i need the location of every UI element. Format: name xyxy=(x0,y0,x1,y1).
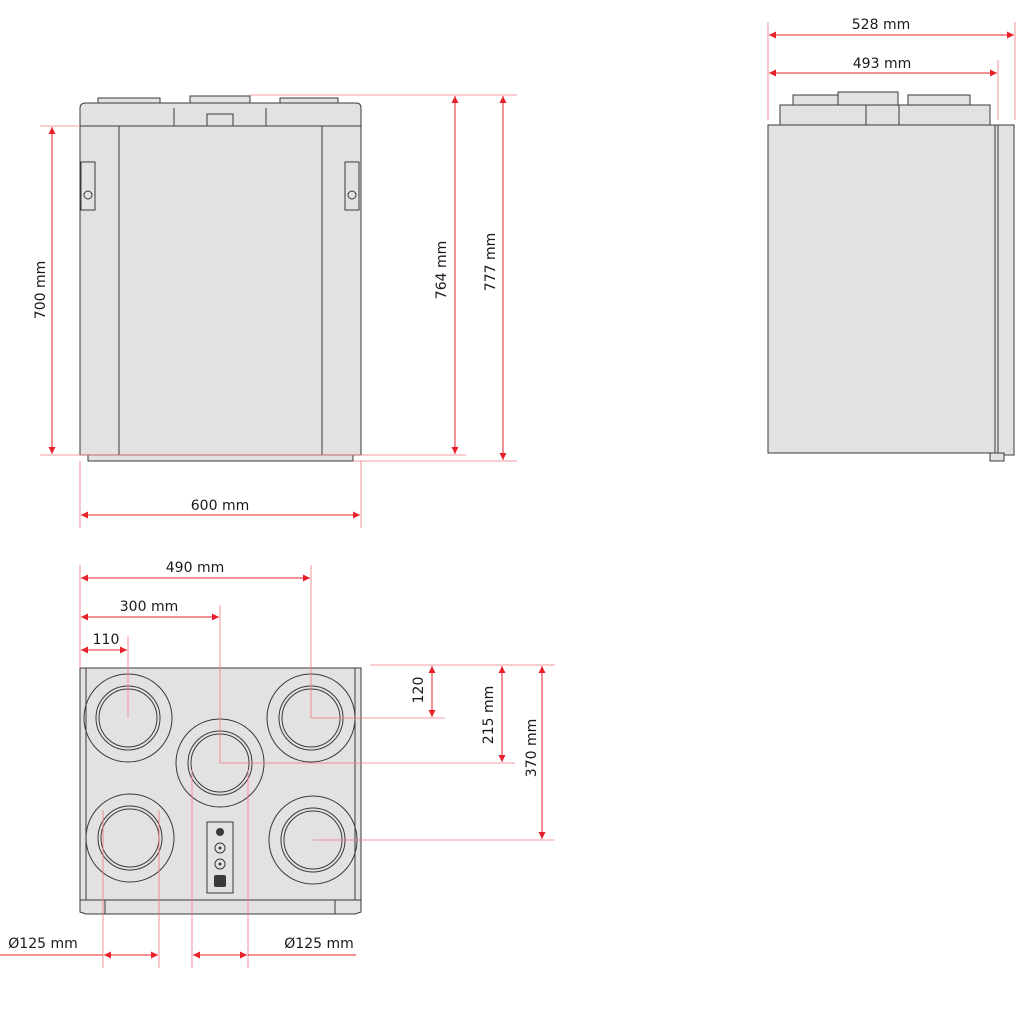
front-height-700-label: 700 mm xyxy=(33,261,49,319)
connector-panel xyxy=(206,821,234,894)
dim-490-label: 490 mm xyxy=(166,560,224,576)
dim-370-label: 370 mm xyxy=(524,719,540,777)
front-height-777-label: 777 mm xyxy=(483,233,499,291)
bottom-dimensions: 490 mm 300 mm 110 120 215 mm 370 mm Ø125… xyxy=(0,560,555,968)
diameter-left-label: Ø125 mm xyxy=(8,936,77,952)
side-depth-528-label: 528 mm xyxy=(852,17,910,33)
side-dimensions: 528 mm 493 mm xyxy=(767,17,1016,120)
side-depth-493-label: 493 mm xyxy=(853,56,911,72)
front-dimensions: 700 mm 764 mm 777 mm 600 mm xyxy=(33,94,517,528)
dim-110-label: 110 xyxy=(93,632,120,648)
handle-right xyxy=(344,161,360,211)
bottom-view xyxy=(79,667,362,915)
dim-120-label: 120 xyxy=(411,677,427,704)
diameter-right-label: Ø125 mm xyxy=(284,936,353,952)
handle-left xyxy=(80,161,96,211)
dim-300-label: 300 mm xyxy=(120,599,178,615)
dim-215-label: 215 mm xyxy=(481,686,497,744)
front-width-label: 600 mm xyxy=(191,498,249,514)
front-view xyxy=(79,95,362,462)
side-view xyxy=(767,91,1015,462)
front-height-764-label: 764 mm xyxy=(434,241,450,299)
